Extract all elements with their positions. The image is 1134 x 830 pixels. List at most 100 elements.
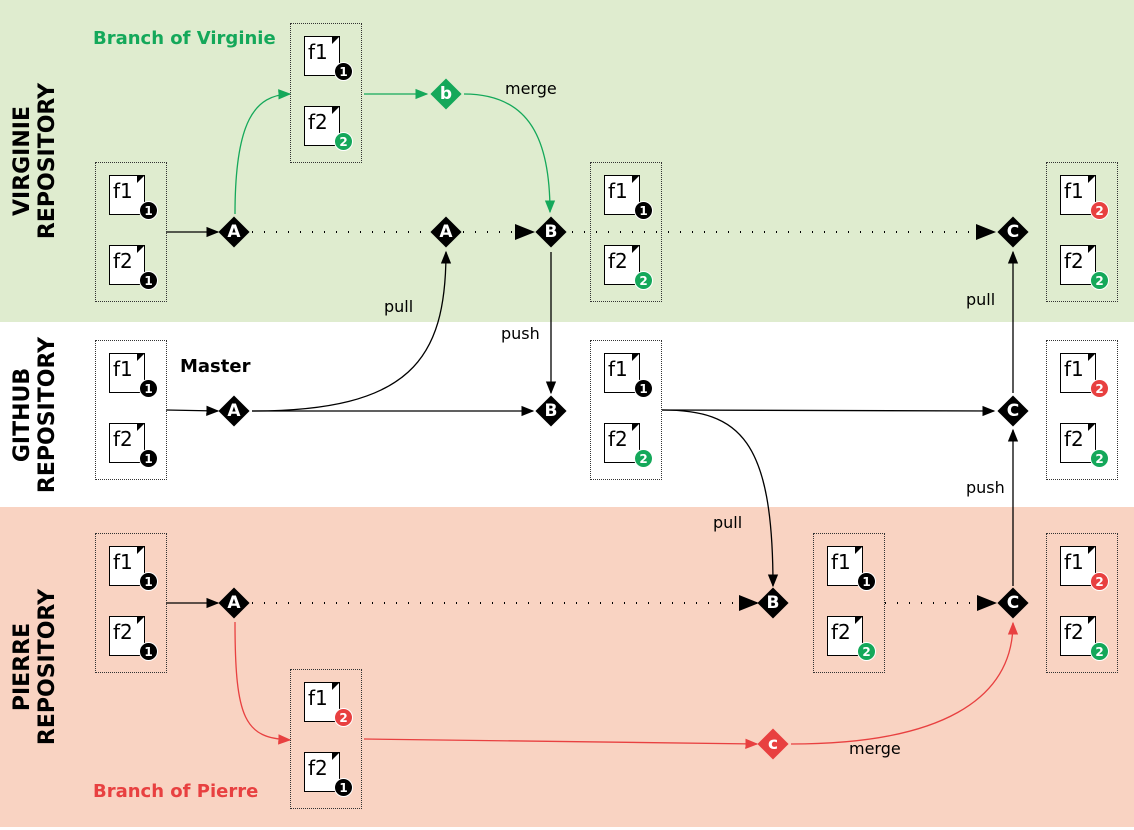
commit-node: B [757,587,789,619]
merge-label-top: merge [505,79,557,98]
file-name: f1 [1064,550,1084,574]
file-icon: f2 1 [109,245,158,290]
file-icon: f1 1 [109,353,158,398]
file-box: f1 1 f2 1 [95,162,167,302]
edge-g1-pB [661,409,779,588]
edge-g0-gA [165,405,220,416]
commit-label: A [439,222,453,242]
file-icon: f1 1 [109,546,158,591]
commit-node: A [430,216,462,248]
commit-node: B [535,395,567,427]
version-badge: 1 [634,201,653,220]
file-name: f2 [1064,249,1084,273]
version-badge: 1 [857,572,876,591]
virginie-band [0,0,1134,322]
commit-label: A [227,222,241,242]
commit-label: B [544,222,558,242]
commit-label: A [227,593,241,613]
edge-g1-gC [661,405,996,417]
version-badge: 1 [139,201,158,220]
virginie-branch-title: Branch of Virginie [93,28,276,49]
file-icon: f1 1 [604,353,653,398]
file-name: f1 [113,179,133,203]
file-name: f2 [113,427,133,451]
file-icon: f1 1 [109,175,158,220]
file-box: f1 1 f2 1 [95,340,167,480]
file-box: f1 2 f2 2 [1046,340,1118,480]
github-band [0,322,1134,507]
file-name: f2 [1064,427,1084,451]
file-name: f2 [608,427,628,451]
file-name: f2 [113,249,133,273]
version-badge: 1 [139,642,158,661]
version-badge: 1 [334,778,353,797]
merge-label-bottom: merge [849,739,901,758]
commit-label: A [227,401,241,421]
commit-node: B [535,216,567,248]
file-name: f1 [308,40,328,64]
commit-node: A [218,395,250,427]
file-name: f1 [113,357,133,381]
file-icon: f2 2 [1060,245,1109,290]
push-label-github: push [501,324,540,343]
file-box: f1 1 f2 1 [95,533,167,673]
file-name: f1 [113,550,133,574]
file-name: f2 [308,110,328,134]
edge-branch-pc [363,738,759,750]
file-name: f2 [608,249,628,273]
file-name: f1 [608,179,628,203]
version-badge: 2 [1090,271,1109,290]
pierre-band [0,507,1134,827]
version-badge: 1 [139,379,158,398]
commit-node: C [997,395,1029,427]
file-icon: f1 2 [1060,546,1109,591]
file-icon: f1 1 [827,546,876,591]
version-badge: 2 [1090,379,1109,398]
commit-label: B [766,593,780,613]
file-name: f2 [831,620,851,644]
commit-node: b [430,78,462,110]
pierre-branch-title: Branch of Pierre [93,781,259,802]
master-branch-title: Master [180,356,251,377]
file-icon: f1 2 [304,682,353,727]
version-badge: 2 [1090,201,1109,220]
version-badge: 1 [139,572,158,591]
version-badge: 2 [1090,642,1109,661]
commit-node: C [997,587,1029,619]
commit-label: c [767,734,779,754]
pull-label-virginie: pull [384,297,414,316]
file-icon: f1 1 [304,36,353,81]
commit-node: c [757,728,789,760]
file-icon: f1 2 [1060,353,1109,398]
file-name: f1 [831,550,851,574]
file-name: f2 [113,620,133,644]
edge-vA1-branch [234,89,292,215]
version-badge: 2 [334,708,353,727]
commit-label: C [1006,222,1020,242]
version-badge: 2 [1090,572,1109,591]
file-name: f1 [608,357,628,381]
version-badge: 1 [334,62,353,81]
commit-node: A [218,587,250,619]
edge-pA-branch [234,621,292,745]
push-label-right: push [966,478,1005,497]
version-badge: 2 [1090,449,1109,468]
commit-label: B [544,401,558,421]
version-badge: 1 [634,379,653,398]
file-name: f1 [1064,357,1084,381]
version-badge: 1 [139,271,158,290]
edge-pc-pC [790,621,1019,745]
file-name: f1 [308,686,328,710]
file-icon: f2 2 [1060,423,1109,468]
